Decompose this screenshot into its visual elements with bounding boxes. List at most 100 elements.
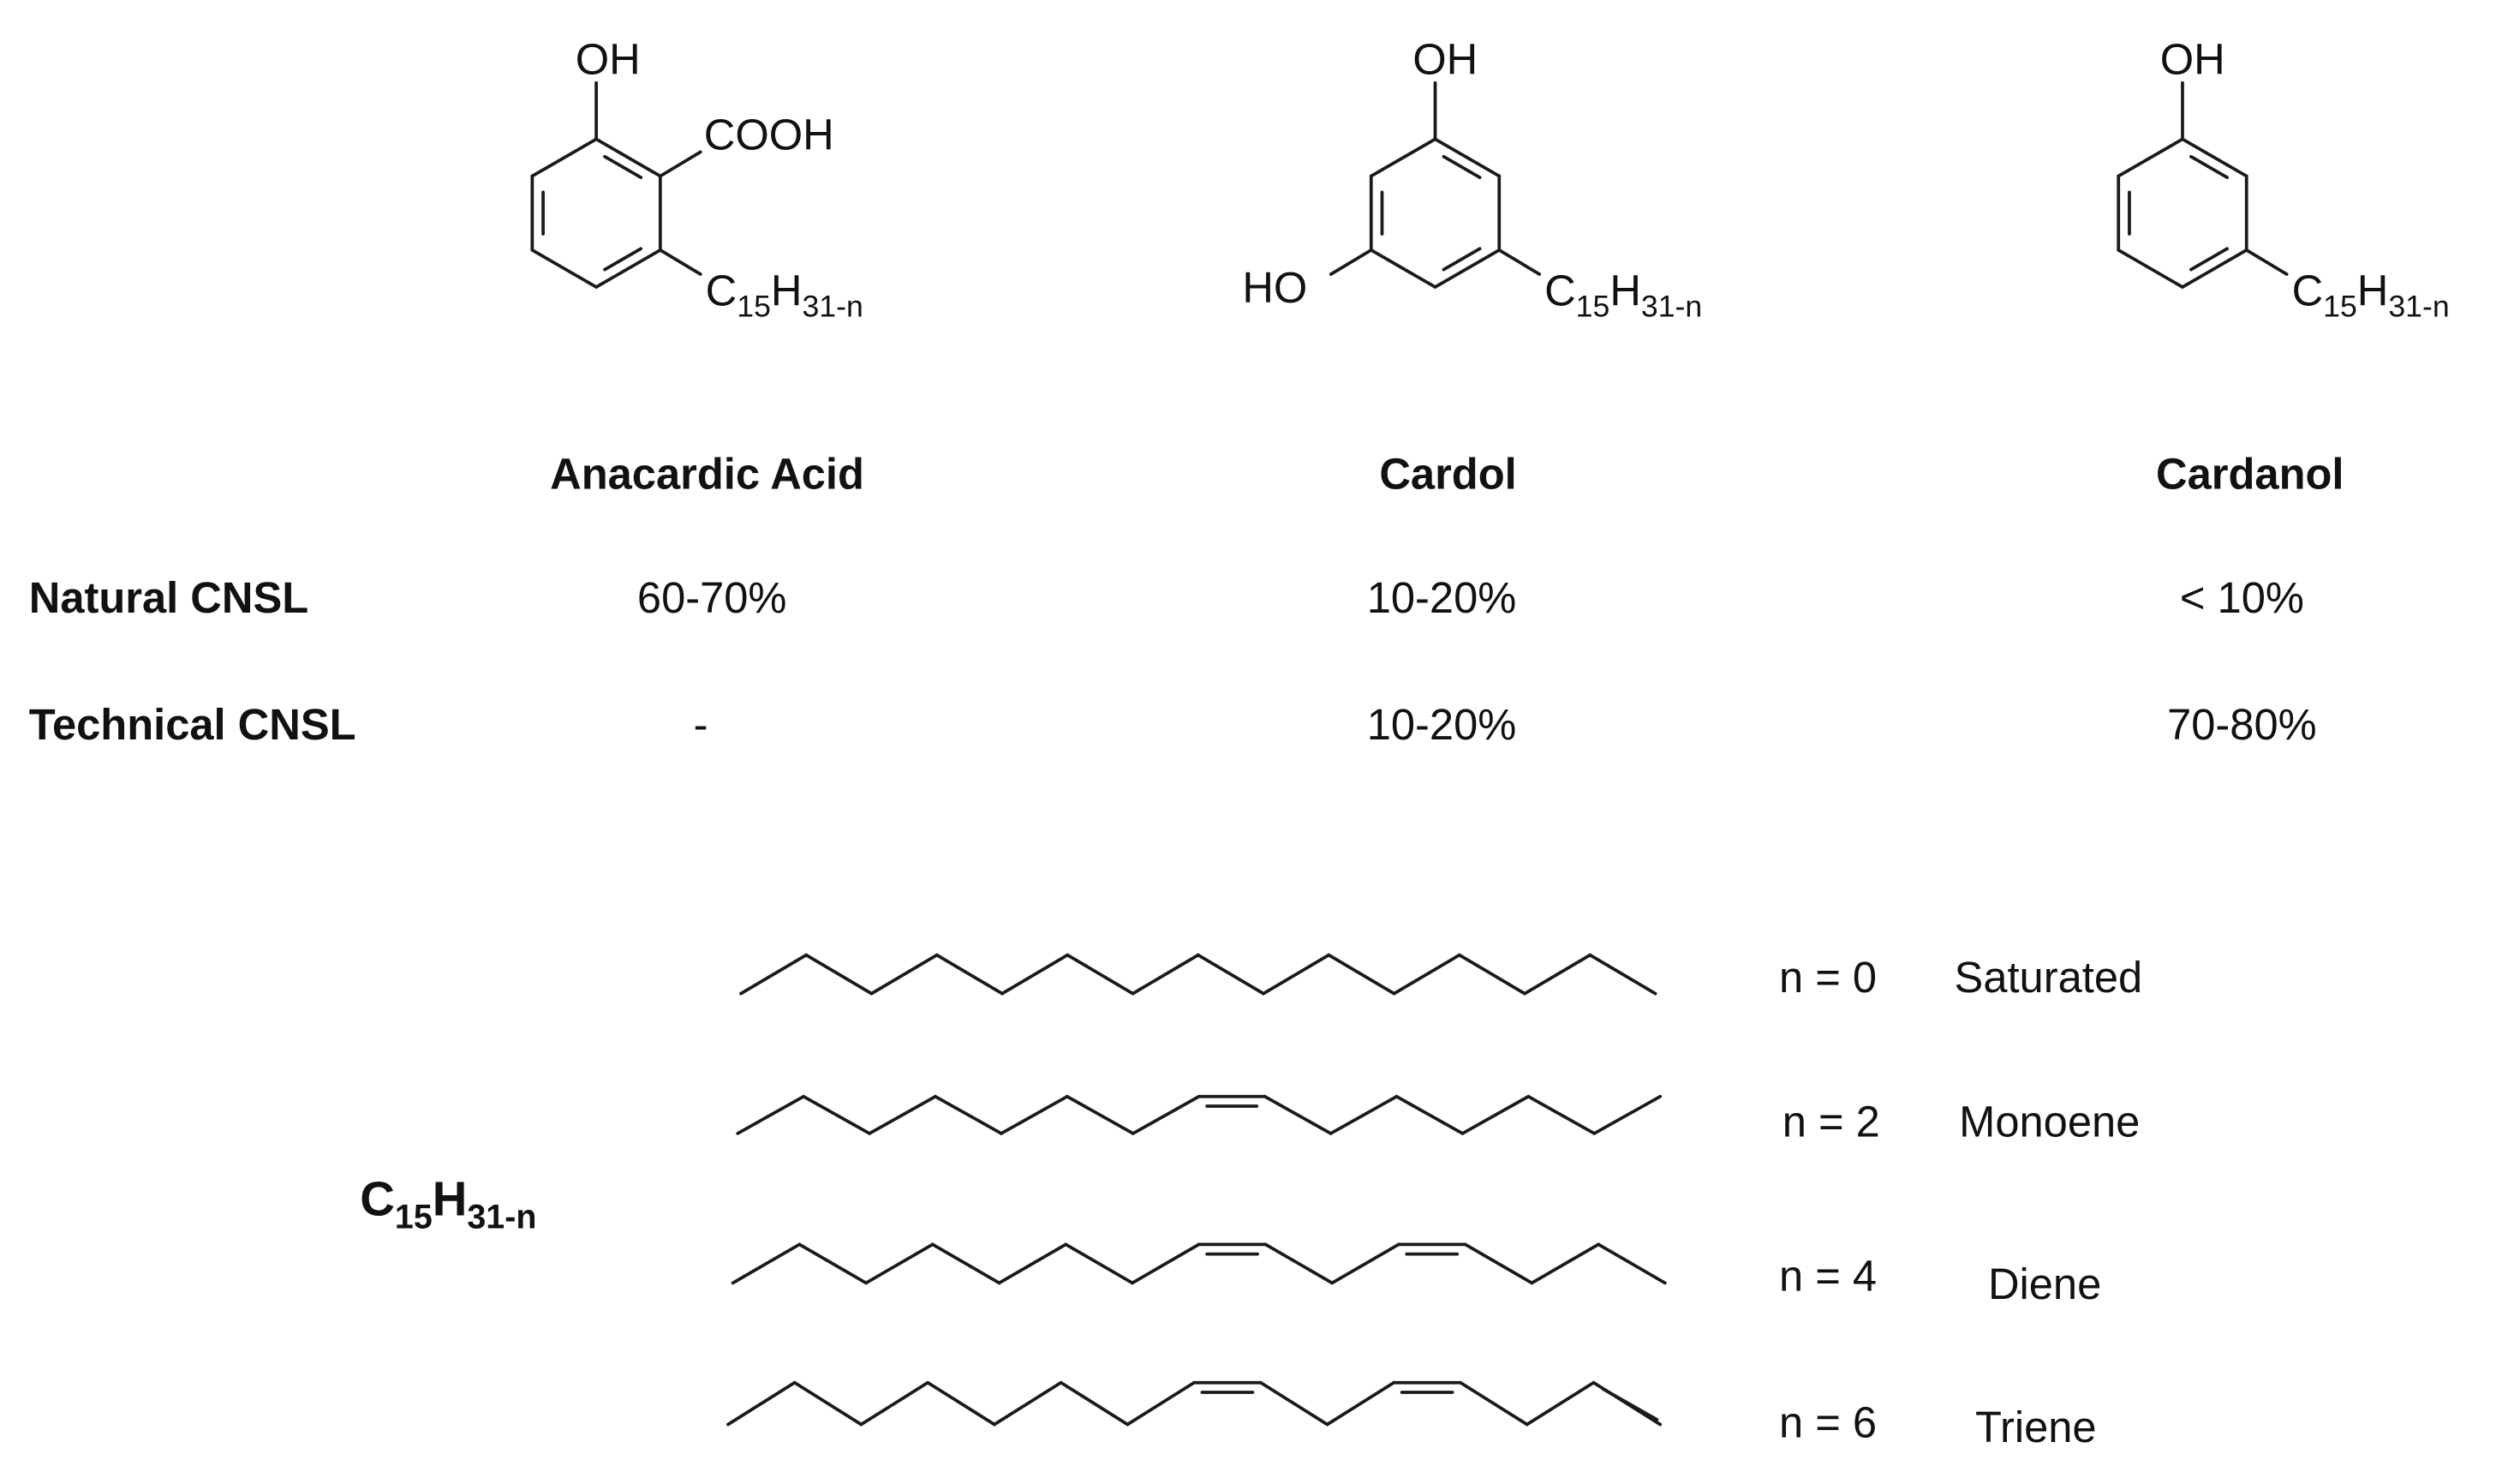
anacardic-acid-ring-bond <box>530 248 598 289</box>
cardol-aromatic-double-bond <box>1442 154 1482 180</box>
monoene-chain-bond <box>1000 1094 1069 1135</box>
saturated-chain-bond <box>1327 953 1396 996</box>
diene-chain-bond <box>1131 1242 1201 1285</box>
saturated-chain-bond <box>1131 953 1200 996</box>
saturated-chain-bond <box>1588 953 1657 996</box>
row-label-natural: Natural CNSL <box>29 573 308 622</box>
saturated-chain-bond <box>739 953 809 996</box>
monoene-chain-bond <box>1394 1094 1465 1135</box>
chain-name-diene: Diene <box>1988 1260 2101 1308</box>
anacardic-acid-chain-bond <box>658 248 702 276</box>
monoene-chain-bond <box>1460 1094 1531 1135</box>
cardol-natural-value: 10-20% <box>1367 573 1517 622</box>
row-label-technical: Technical CNSL <box>29 700 356 749</box>
diene-chain-bond <box>997 1242 1068 1285</box>
triene-chain-double-bond <box>1601 1387 1659 1421</box>
cardanol-aromatic-double-bond <box>2189 247 2229 272</box>
anacardic-acid-ring-bond <box>530 137 598 178</box>
anacardic-acid-cooh-bond <box>658 150 702 178</box>
monoene-chain-bond <box>802 1094 871 1135</box>
triene-chain-bond <box>1059 1380 1130 1427</box>
chain-name-triene: Triene <box>1975 1403 2097 1451</box>
cardanol-chain-label: C15H31-n <box>2292 266 2450 324</box>
cardol-ring-bond <box>1433 137 1502 178</box>
cardol-aromatic-double-bond <box>1442 247 1482 272</box>
cardol-ho-bond <box>1329 248 1373 276</box>
chain-name-saturated: Saturated <box>1955 953 2143 1002</box>
diene-chain-bond <box>797 1242 868 1285</box>
chain-n-triene: n = 6 <box>1779 1397 1877 1446</box>
monoene-chain-bond <box>1065 1094 1135 1135</box>
triene-chain-bond <box>926 1380 996 1427</box>
triene-chain-bond <box>1126 1380 1196 1427</box>
triene-chain-bond <box>792 1380 863 1427</box>
diene-chain-bond <box>1064 1242 1134 1285</box>
cardol-ring-bond <box>1369 248 1437 289</box>
anacardic-acid-ring-bond <box>594 248 662 289</box>
chain-n-diene: n = 4 <box>1779 1252 1877 1301</box>
anacardic-oh-label: OH <box>576 34 641 83</box>
monoene-chain-bond <box>1263 1094 1333 1135</box>
cardanol-chain-bond <box>2244 248 2289 276</box>
saturated-chain-bond <box>935 953 1004 996</box>
diene-chain-bond <box>864 1242 935 1285</box>
cardanol-aromatic-double-bond <box>2189 154 2229 180</box>
monoene-chain-bond <box>1329 1094 1399 1135</box>
cardol-ring-bond <box>1433 248 1502 289</box>
saturated-chain-bond <box>1457 953 1526 996</box>
monoene-chain-bond <box>1592 1094 1663 1135</box>
saturated-chain-bond <box>1392 953 1461 996</box>
saturated-chain-bond <box>1262 953 1331 996</box>
saturated-chain-bond <box>804 953 874 996</box>
anacardic-chain-label: C15H31-n <box>706 266 863 324</box>
triene-chain-bond <box>1459 1380 1529 1427</box>
saturated-chain-bond <box>1066 953 1135 996</box>
anacardic-cooh-label: COOH <box>704 111 834 159</box>
cardanol-name: Cardanol <box>2156 449 2344 498</box>
anacardic-acid-name: Anacardic Acid <box>550 449 864 498</box>
anacardic-acid-ring-bond <box>594 137 662 178</box>
cardanol-oh-label: OH <box>2160 34 2225 83</box>
anacardic-acid-aromatic-double-bond <box>603 154 643 180</box>
cardanol-ring-bond <box>2117 137 2184 178</box>
triene-chain-bond <box>993 1380 1063 1427</box>
chain-n-saturated: n = 0 <box>1779 953 1877 1002</box>
diene-chain-bond <box>1263 1242 1335 1285</box>
triene-chain-bond <box>1258 1380 1329 1427</box>
sidechain-formula-label: C15H31-n <box>360 1172 536 1236</box>
cardol-chain-bond <box>1497 248 1542 276</box>
structure-bonds <box>530 81 2289 1427</box>
cardol-oh-label: OH <box>1412 34 1478 83</box>
anacardic-natural-value: 60-70% <box>637 573 787 622</box>
diene-chain-bond <box>1330 1242 1400 1285</box>
cardol-ho-label: HO <box>1242 263 1307 312</box>
triene-chain-bond <box>1325 1380 1396 1427</box>
diene-chain-bond <box>1463 1242 1534 1285</box>
monoene-chain-bond <box>868 1094 937 1135</box>
anacardic-technical-value: - <box>694 700 708 749</box>
monoene-chain-bond <box>934 1094 1003 1135</box>
cardol-name: Cardol <box>1379 449 1516 498</box>
monoene-chain-bond <box>1526 1094 1597 1135</box>
diene-chain-bond <box>731 1242 802 1285</box>
chain-name-monoene: Monoene <box>1959 1098 2140 1146</box>
diene-chain-bond <box>1530 1242 1600 1285</box>
cardol-chain-label: C15H31-n <box>1544 266 1702 324</box>
saturated-chain-bond <box>1523 953 1592 996</box>
diene-chain-bond <box>930 1242 1001 1285</box>
cardol-technical-value: 10-20% <box>1367 700 1517 749</box>
saturated-chain-bond <box>1000 953 1070 996</box>
triene-chain-bond <box>1525 1380 1596 1427</box>
anacardic-acid-aromatic-double-bond <box>603 247 643 272</box>
saturated-chain-bond <box>869 953 939 996</box>
monoene-chain-bond <box>736 1094 806 1135</box>
cardanol-ring-bond <box>2181 248 2248 289</box>
monoene-chain-bond <box>1131 1094 1201 1135</box>
cardanol-natural-value: < 10% <box>2180 573 2304 622</box>
cardanol-ring-bond <box>2117 248 2184 289</box>
chain-n-monoene: n = 2 <box>1783 1098 1880 1146</box>
saturated-chain-bond <box>1196 953 1265 996</box>
triene-chain-bond <box>859 1380 930 1427</box>
diene-chain-bond <box>1597 1242 1667 1285</box>
